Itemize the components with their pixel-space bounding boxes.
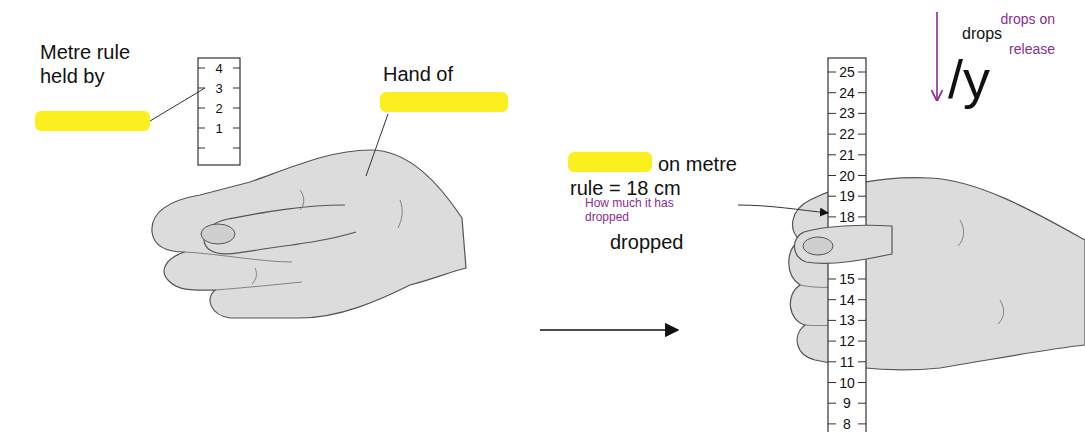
caption-label: Hand of [383, 62, 453, 86]
scale-number: 8 [843, 417, 851, 431]
scale-number: 12 [839, 334, 855, 348]
scale-number: 22 [839, 127, 855, 141]
scale-number: 13 [839, 313, 855, 327]
handwritten-note: How much it has dropped [585, 196, 685, 224]
scale-number: 9 [843, 396, 851, 410]
sequence-arrow [540, 329, 678, 331]
scale-number: 20 [839, 169, 855, 183]
hand [152, 150, 466, 318]
thumb [794, 225, 892, 263]
thumb-outline [794, 225, 892, 263]
scale-number: 24 [839, 86, 855, 100]
scale-number: 10 [839, 376, 855, 390]
caption-label: drops [962, 24, 1002, 43]
leader-line [366, 114, 388, 176]
leader-line [150, 88, 205, 121]
reading-label: on metre rule = 18 cm [570, 152, 752, 200]
caption-label: dropped [610, 230, 683, 254]
ruler-body [198, 58, 240, 165]
scale-number: 1 [215, 122, 222, 135]
scale-number: 14 [839, 293, 855, 307]
thumbnail [803, 237, 833, 255]
highlight [35, 111, 150, 131]
scale-number: 15 [839, 272, 855, 286]
scale-number: 4 [215, 62, 222, 75]
scale-number: 3 [215, 82, 222, 95]
thumbnail [201, 224, 235, 244]
scale-number: 21 [839, 148, 855, 162]
skin-crease [185, 190, 402, 290]
hand-outline [152, 150, 466, 318]
caption-label: Metre rule held by [40, 40, 155, 88]
handwritten-symbol: /y [948, 52, 990, 106]
scale-number: 11 [840, 355, 855, 369]
scale-number: 18 [839, 210, 855, 224]
annotation-arrow [936, 12, 938, 100]
highlight [380, 92, 508, 112]
scale-number: 23 [839, 106, 855, 120]
scale-number: 2 [215, 102, 222, 115]
scale-number: 25 [839, 65, 855, 79]
metre-rule [198, 58, 240, 165]
highlight [568, 152, 652, 172]
ruler-tick [198, 148, 240, 149]
leader-line [738, 205, 828, 213]
scale-number: 19 [839, 189, 855, 203]
